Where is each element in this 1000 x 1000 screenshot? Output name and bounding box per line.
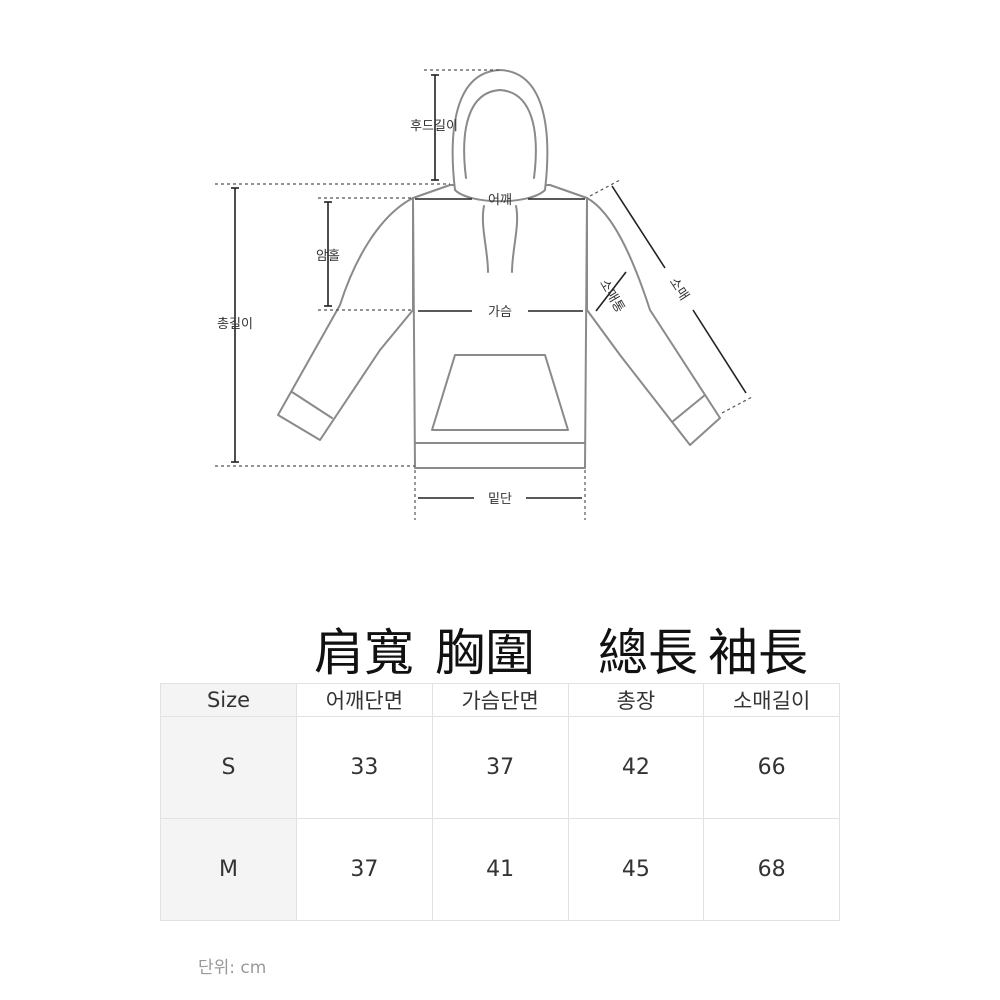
cell-size: M <box>160 818 297 921</box>
measure-hood-length <box>431 74 439 181</box>
cell-sleeve-length: 66 <box>703 716 840 819</box>
table-row: S 33 37 42 66 <box>160 716 840 819</box>
header-chest-width: 가슴단면 <box>431 683 569 717</box>
header-total-length: 총장 <box>567 683 705 717</box>
cell-total-length: 42 <box>567 716 705 819</box>
cell-shoulder: 37 <box>296 818 433 921</box>
cell-chest: 37 <box>431 716 569 819</box>
label-sleeve: 소매 <box>666 275 692 303</box>
cell-size: S <box>160 716 297 819</box>
measure-total-length <box>231 187 239 463</box>
measure-sleeve <box>611 185 747 394</box>
drawstring-left <box>481 205 489 273</box>
header-sleeve-length: 소매길이 <box>703 683 840 717</box>
hanzi-sleeve: 袖長 <box>708 624 808 682</box>
hanzi-chest: 胸圍 <box>435 624 535 682</box>
label-shoulder: 어깨 <box>488 193 512 208</box>
hood-opening <box>463 89 537 179</box>
unit-note: 단위: cm <box>198 958 267 978</box>
cell-total-length: 45 <box>567 818 705 921</box>
header-shoulder-width: 어깨단면 <box>296 683 433 717</box>
hanzi-shoulder: 肩寬 <box>314 624 414 682</box>
left-cuff-line <box>291 391 333 419</box>
cell-chest: 41 <box>431 818 569 921</box>
header-size: Size <box>160 683 297 717</box>
label-armhole: 암홀 <box>316 249 340 264</box>
size-table: Size 어깨단면 가슴단면 총장 소매길이 S 33 37 42 66 M 3… <box>160 683 840 921</box>
label-total-length: 총길이 <box>217 317 253 332</box>
guide-sleeve-bottom <box>721 396 753 414</box>
label-chest: 가슴 <box>488 305 512 320</box>
table-row: M 37 41 45 68 <box>160 818 840 921</box>
left-sleeve <box>277 197 414 441</box>
guide-sleeve-top <box>589 179 621 197</box>
table-header-row: Size 어깨단면 가슴단면 총장 소매길이 <box>160 683 840 717</box>
right-cuff-line <box>671 394 706 423</box>
measure-armhole <box>324 201 332 307</box>
hanzi-total-length: 總長 <box>598 624 698 682</box>
right-sleeve <box>586 197 721 446</box>
hoodie-measurement-diagram: 후드길이 어깨 암홀 가슴 총길이 소매 소매통 밑단 <box>215 69 753 520</box>
cell-shoulder: 33 <box>296 716 433 819</box>
label-hem: 밑단 <box>488 492 512 507</box>
hoodie-illustration <box>277 69 721 469</box>
label-hood-length: 후드길이 <box>410 119 458 134</box>
cell-sleeve-length: 68 <box>703 818 840 921</box>
chinese-size-headers: 肩寬 胸圍 總長 袖長 <box>300 618 860 688</box>
drawstring-right <box>511 205 519 273</box>
measure-sleeve-width <box>595 271 627 312</box>
kangaroo-pocket <box>431 354 569 431</box>
